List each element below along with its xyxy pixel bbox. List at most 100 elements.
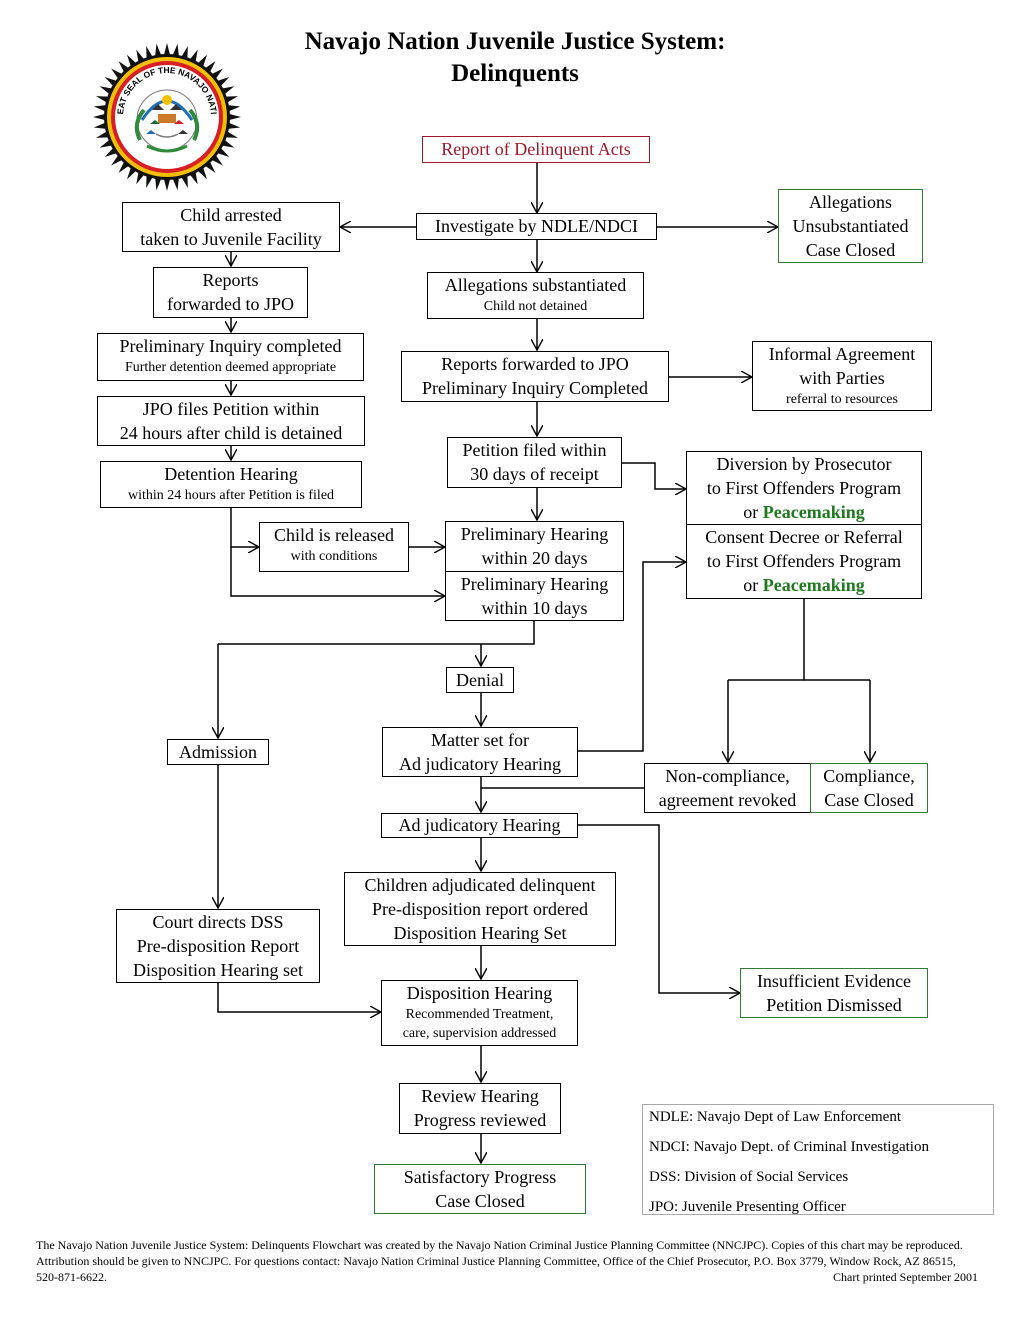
seal-spike [136, 172, 145, 185]
arrow-petition-to-diversion [622, 462, 686, 489]
seal-spike [95, 131, 109, 138]
box-child-arrested: Child arrested taken to Juvenile Facilit… [122, 202, 340, 252]
title-line-2: Delinquents [451, 60, 579, 87]
informal-line-3: referral to resources [786, 392, 898, 407]
prelim10-line-1: Preliminary Hearing [460, 574, 609, 594]
title-line-1: Navajo Nation Juvenile Justice System: [304, 28, 726, 55]
reports-fwd-line-1: Reports forwarded to JPO [441, 354, 629, 374]
sub-line-1: Allegations substantiated [444, 275, 627, 295]
seal-spike [225, 96, 239, 103]
seal-spike [225, 131, 239, 138]
abbreviation-legend: NDLE: Navajo Dept of Law Enforcement NDC… [642, 1104, 994, 1215]
satisfactory-line-1: Satisfactory Progress [403, 1167, 557, 1187]
box-disposition-hearing: Disposition Hearing Recommended Treatmen… [381, 980, 578, 1046]
adjudicated-line-3: Disposition Hearing Set [393, 923, 567, 943]
seal-spike [93, 113, 106, 121]
court-line-1: Court directs DSS [152, 912, 284, 932]
box-matter-set: Matter set for Ad judicatory Hearing [382, 727, 578, 777]
prelim-completed-line-2: Further detention deemed appropriate [124, 360, 337, 375]
seal-spike [172, 177, 179, 191]
box-consent-decree: Consent Decree or Referral to First Offe… [686, 524, 922, 599]
unsub-line-3: Case Closed [805, 240, 896, 260]
box-informal-agreement: Informal Agreement with Parties referral… [752, 341, 932, 411]
seal-spike [227, 122, 241, 129]
seal-spike [172, 43, 179, 57]
unsub-line-1: Allegations [809, 192, 892, 212]
seal-spike [163, 43, 171, 56]
compliance-line-1: Compliance, [823, 766, 915, 786]
legend-jpo: JPO: Juvenile Presenting Officer [649, 1199, 846, 1215]
box-reports-forwarded-jpo: Reports forwarded to JPO Preliminary Inq… [401, 351, 669, 402]
court-line-3: Disposition Hearing set [133, 960, 303, 980]
footer-printed-date: Chart printed September 2001 [833, 1270, 978, 1284]
prelim20-line-2: within 20 days [481, 548, 588, 568]
diversion-line-2: to First Offenders Program [706, 478, 902, 498]
seal-spike [189, 49, 198, 62]
consent-line-2: to First Offenders Program [706, 551, 902, 571]
reports-line-1: Reports [202, 270, 259, 290]
legend-dss: DSS: Division of Social Services [649, 1169, 849, 1185]
box-petition-filed: Petition filed within 30 days of receipt [447, 437, 622, 488]
admission-label: Admission [178, 742, 257, 762]
investigate-label: Investigate by NDLE/NDCI [435, 216, 638, 236]
seal-spike [136, 49, 145, 62]
box-compliance: Compliance, Case Closed [810, 763, 928, 813]
review-line-2: Progress reviewed [413, 1110, 547, 1130]
consent-peacemaking: Peacemaking [762, 575, 865, 595]
adjudicated-line-2: Pre-disposition report ordered [372, 899, 588, 919]
arrow-matter-to-consent [578, 562, 686, 752]
line-consent-split [728, 599, 805, 681]
seal-spike [146, 45, 153, 59]
box-detention-hearing: Detention Hearing within 24 hours after … [100, 461, 362, 508]
seal-spike [181, 45, 188, 59]
released-line-2: with conditions [290, 549, 378, 564]
adjudicatory-label: Ad judicatory Hearing [398, 815, 561, 835]
seal-spike [228, 113, 241, 121]
petition-line-2: 30 days of receipt [470, 464, 599, 484]
detention-line-2: within 24 hours after Petition is filed [127, 488, 335, 503]
reports-line-2: forwarded to JPO [167, 294, 294, 314]
seal-spike [155, 177, 162, 191]
arrow-noncompliance-to-adjudicatory [481, 787, 644, 812]
diversion-line-1: Diversion by Prosecutor [716, 454, 892, 474]
box-report-of-delinquent-acts: Report of Delinquent Acts [422, 136, 650, 163]
box-non-compliance: Non-compliance, agreement revoked [644, 763, 811, 813]
box-children-adjudicated: Children adjudicated delinquent Pre-disp… [344, 872, 616, 946]
child-arrested-line-1: Child arrested [180, 205, 282, 225]
insufficient-line-1: Insufficient Evidence [756, 971, 912, 991]
satisfactory-line-2: Case Closed [435, 1191, 525, 1211]
disposition-line-3: care, supervision addressed [402, 1026, 557, 1041]
box-court-directs-dss: Court directs DSS Pre-disposition Report… [116, 909, 320, 983]
box-insufficient-evidence: Insufficient Evidence Petition Dismissed [740, 968, 928, 1018]
box-preliminary-inquiry-completed: Preliminary Inquiry completed Further de… [97, 333, 364, 381]
prelim20-line-1: Preliminary Hearing [460, 524, 609, 544]
seal-spike [99, 139, 112, 148]
detention-line-1: Detention Hearing [164, 464, 298, 484]
adjudicated-line-1: Children adjudicated delinquent [364, 875, 596, 895]
seal-spike [93, 122, 107, 129]
footer-text: The Navajo Nation Juvenile Justice Syste… [36, 1238, 963, 1284]
seal-spike [163, 178, 171, 191]
page-title: Navajo Nation Juvenile Justice System: D… [250, 26, 780, 90]
prelim10-line-2: within 10 days [481, 598, 588, 618]
report-label: Report of Delinquent Acts [441, 139, 631, 159]
seal-spike [181, 175, 188, 189]
reports-fwd-line-2: Preliminary Inquiry Completed [422, 378, 648, 398]
line-prelim10-split [218, 621, 535, 645]
jpo-files-line-1: JPO files Petition within [142, 399, 320, 419]
informal-line-1: Informal Agreement [768, 344, 916, 364]
seal-spike [227, 105, 241, 112]
prelim-completed-line-1: Preliminary Inquiry completed [119, 336, 342, 356]
legend-ndle: NDLE: Navajo Dept of Law Enforcement [649, 1109, 901, 1125]
seal-spike [146, 175, 153, 189]
matter-line-2: Ad judicatory Hearing [399, 754, 561, 774]
box-preliminary-hearing-20: Preliminary Hearing within 20 days [445, 521, 624, 572]
diversion-peacemaking: Peacemaking [762, 502, 865, 522]
box-review-hearing: Review Hearing Progress reviewed [399, 1083, 561, 1134]
diversion-line-3-or: or [743, 502, 763, 522]
seal-spike [93, 105, 107, 112]
seal-spike [99, 86, 112, 95]
informal-line-2: with Parties [799, 368, 885, 388]
box-admission: Admission [167, 739, 269, 765]
